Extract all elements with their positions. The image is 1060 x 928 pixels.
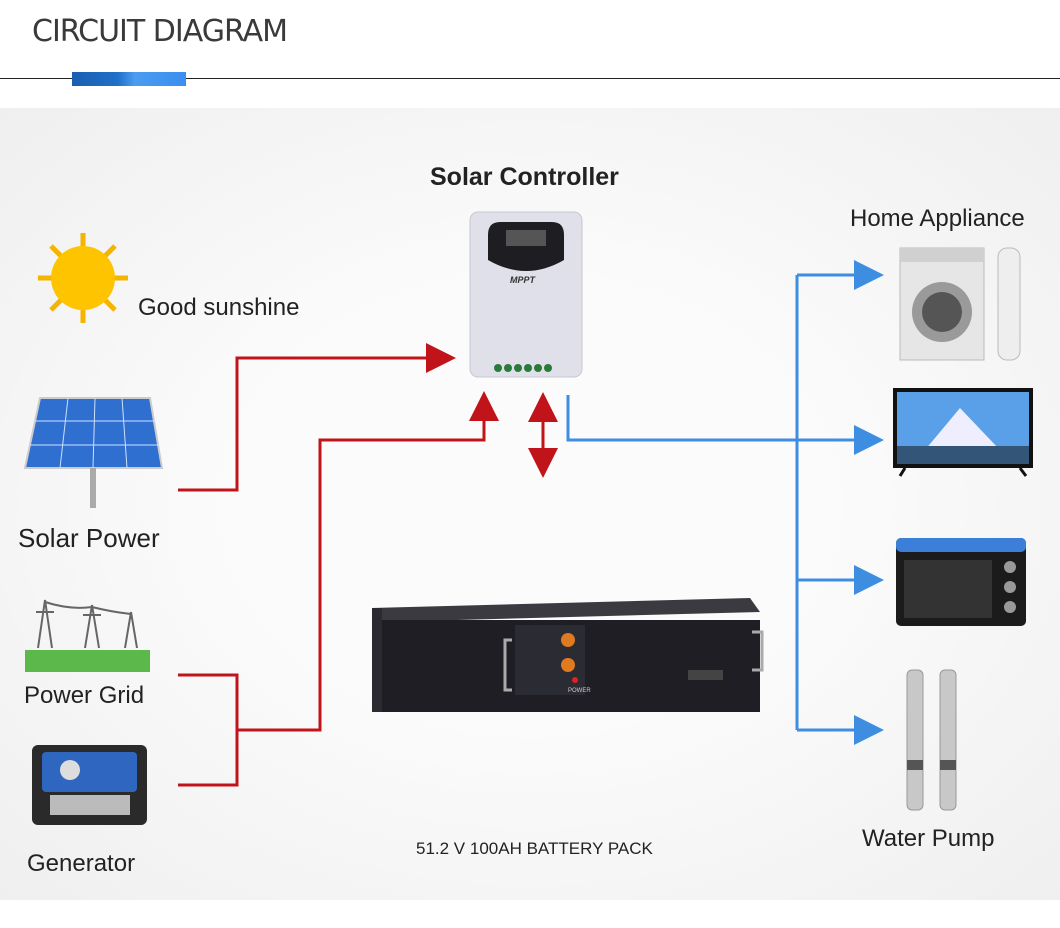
- power-grid-icon: [25, 599, 150, 672]
- solar-panel-icon: [23, 397, 164, 508]
- air-conditioner-icon: [997, 247, 1021, 361]
- title-divider: [0, 78, 1060, 79]
- solar-power-label: Solar Power: [18, 523, 160, 553]
- sun-icon: [38, 233, 128, 323]
- grid-line: [178, 673, 239, 787]
- controller-brand: MPPT: [510, 275, 537, 285]
- grid-generator-to-controller-line: [237, 391, 499, 732]
- good-sunshine-label: Good sunshine: [138, 294, 300, 321]
- battery-label: 51.2 V 100AH BATTERY PACK: [416, 839, 653, 858]
- tv-icon: [893, 388, 1033, 477]
- input-lines: [178, 343, 558, 787]
- solar-to-controller-line: [178, 343, 456, 492]
- generator-label: Generator: [27, 850, 136, 877]
- output-lines: [566, 260, 884, 745]
- solar-controller-icon: MPPT: [469, 211, 583, 378]
- title-accent-bar: [72, 72, 186, 86]
- water-pump-label: Water Pump: [862, 825, 995, 852]
- page-title: CIRCUIT DIAGRAM: [32, 14, 288, 49]
- washing-machine-icon: [899, 247, 985, 361]
- oven-icon: [896, 538, 1026, 626]
- generator-icon: [32, 745, 147, 825]
- power-grid-label: Power Grid: [24, 682, 145, 709]
- battery-pack-icon: POWER: [372, 598, 764, 712]
- solar-controller-label: Solar Controller: [430, 163, 619, 191]
- battery-power-label: POWER: [568, 688, 591, 694]
- home-appliance-label: Home Appliance: [850, 205, 1025, 232]
- water-pump-icon: [906, 669, 957, 811]
